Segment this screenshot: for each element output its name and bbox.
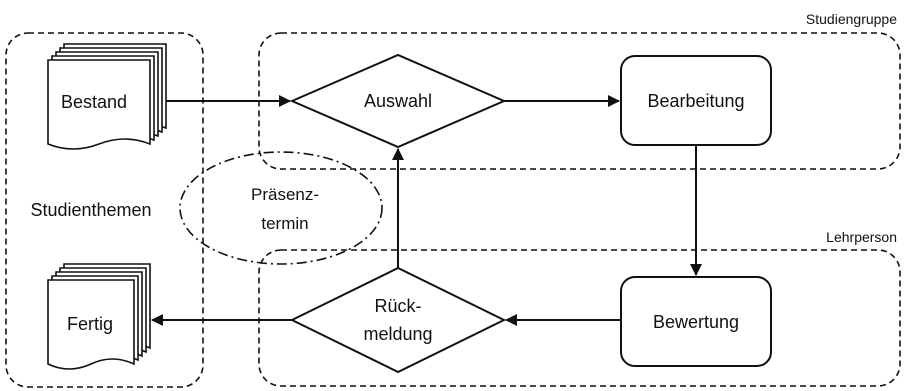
- bewertung-box: [620, 276, 772, 367]
- bestand-document-stack: [47, 43, 167, 150]
- rueckmeldung-label-line2: meldung: [363, 324, 432, 344]
- fertig-label: Fertig: [67, 314, 113, 334]
- bearbeitung-label: Bearbeitung: [647, 91, 744, 111]
- praesenztermin-label-line2: termin: [261, 214, 308, 233]
- bestand-label: Bestand: [61, 92, 127, 112]
- fertig-document-stack: [47, 263, 151, 370]
- rueckmeldung-diamond: [289, 266, 507, 374]
- praesenztermin-ellipse: [179, 151, 383, 265]
- lehrperson-label: Lehrperson: [826, 229, 897, 245]
- lehrperson-group: [258, 249, 901, 387]
- rueckmeldung-label-line1: Rück-: [374, 296, 421, 316]
- praesenztermin-label-line1: Präsenz-: [251, 185, 319, 204]
- studienthemen-label: Studienthemen: [30, 200, 151, 220]
- bewertung-label: Bewertung: [653, 312, 739, 332]
- studienthemen-group: [5, 32, 204, 388]
- auswahl-label: Auswahl: [364, 91, 432, 111]
- studiengruppe-label: Studiengruppe: [806, 11, 897, 27]
